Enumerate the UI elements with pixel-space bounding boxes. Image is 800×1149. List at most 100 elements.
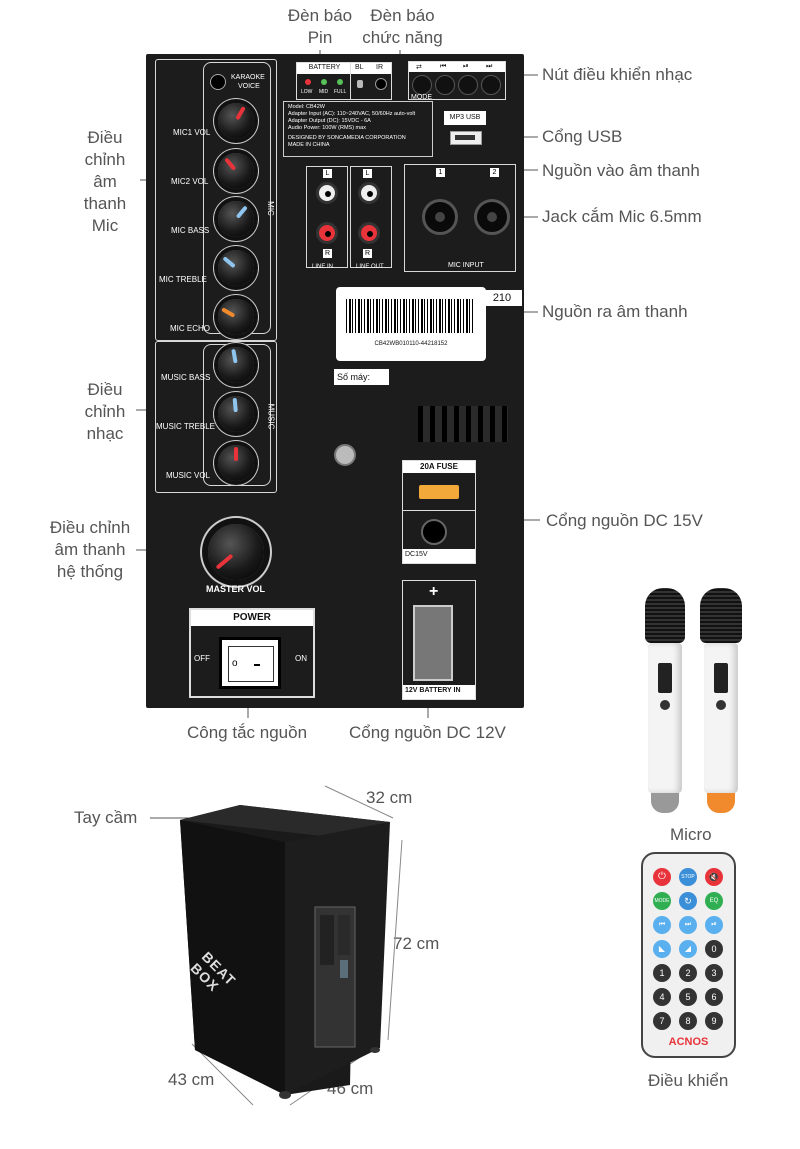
remote-key-9[interactable]: 9 [705,1012,723,1030]
speaker-cabinet [180,805,390,1099]
mic-jack-label: Jack cắm Mic 6.5mm [542,207,702,226]
remote-brand: ACNOS [668,1036,709,1048]
usb-port[interactable] [450,131,482,145]
play-pause-button[interactable] [458,75,478,95]
line-in-l: L [323,169,332,178]
mic-treble-knob[interactable] [218,250,254,286]
power-title: POWER [233,612,271,623]
bl-text: BL [355,64,364,71]
music-knob-inner [203,344,271,486]
rear-panel: KARAOKE VOICE MIC MIC1 VOL MIC2 VOL MIC … [146,54,524,708]
music-adjust-label: Điều chỉnh nhạc [84,380,126,443]
micro-label: Micro [670,825,712,844]
power-switch[interactable]: o [219,637,281,689]
function-indicator: BL IR [350,62,392,100]
music-bass-knob[interactable] [218,347,254,383]
remote-key-0[interactable]: 0 [705,940,723,958]
remote-key-7[interactable]: 7 [653,1012,671,1030]
remote-key-4[interactable]: 4 [653,988,671,1006]
mic1-vol-knob[interactable] [218,103,254,139]
mic-echo-knob[interactable] [218,299,254,335]
barcode-text: CB42WB010110-44218152 [374,341,448,347]
remote-key-8[interactable]: 8 [679,1012,697,1030]
mode-button[interactable] [412,75,432,95]
remote-repeat-button[interactable]: ↻ [679,892,697,910]
music-treble-knob[interactable] [218,396,254,432]
screw [334,444,356,466]
next-button[interactable] [481,75,501,95]
master-vol-knob[interactable] [208,524,264,580]
mic-bass-knob[interactable] [218,201,254,237]
remote-eq-button[interactable]: EQ [705,892,723,910]
dc15-text: DC15V [405,551,428,558]
dc15-port-label: Cổng nguồn DC 15V [546,511,703,530]
mic-jack-2[interactable] [474,199,510,235]
battery-in-box: + 12V BATTERY IN [402,580,476,700]
line-out-left-jack[interactable] [358,182,380,204]
remote-key-2[interactable]: 2 [679,964,697,982]
battery-indicator: BATTERY LOW MID FULL [296,62,353,100]
remote-mute-button[interactable]: 🔇 [705,868,723,886]
fuse[interactable] [419,485,459,499]
remote-vol-up-button[interactable]: ◢ [679,940,697,958]
music-side-label: MUSIC [266,403,276,430]
mic-side-label: MIC [265,201,275,216]
model-line-1: Model: CB42W [288,104,325,110]
remote-mode-button[interactable]: MODE [653,892,671,910]
mic-treble-label: MIC TREBLE [159,275,207,284]
fuse-box: 20A FUSE [402,460,476,514]
remote-key-6[interactable]: 6 [705,988,723,1006]
music-treble-label: MUSIC TREBLE [156,422,215,431]
barcode-sticker: CB42WB010110-44218152 [336,287,486,361]
master-vol-label: MASTER VOL [206,584,266,594]
remote-key-1[interactable]: 1 [653,964,671,982]
usb-box: MP3 USB [444,111,486,125]
music-vol-knob[interactable] [218,445,254,481]
karaoke-voice-button[interactable] [210,74,226,90]
line-out-r: R [363,249,372,258]
line-in-left-jack[interactable] [316,182,338,204]
karaoke-text: KARAOKE [231,74,265,81]
mic-jack-1[interactable] [422,199,458,235]
line-out-text: LINE OUT [356,264,384,270]
voice-text: VOICE [238,83,260,90]
fuse-text: 20A FUSE [420,462,458,471]
model-line-3: Adapter Output (DC): 15VDC - 6A [288,118,371,124]
mic-knob-group [155,59,277,341]
dimension-side: 43 cm [168,1070,215,1089]
prev-button[interactable] [435,75,455,95]
mic-input-2: 2 [490,168,499,177]
remote-stop-button[interactable]: STOP [679,868,697,886]
mic2-vol-knob[interactable] [218,153,254,189]
line-out-box [350,166,392,268]
remote-next-button[interactable]: ⏭ [679,916,697,934]
remote-key-5[interactable]: 5 [679,988,697,1006]
mic-adjust-label: Điều chỉnh âm thanh Mic [83,128,127,235]
system-adjust-label: Điều chỉnh âm thanh hệ thống [49,518,131,581]
dc15-port[interactable] [421,519,447,545]
serial-box: 210 [482,290,522,306]
remote-key-3[interactable]: 3 [705,964,723,982]
mode-text: MODE [411,94,432,101]
full-label: FULL [334,89,347,95]
line-in-right-jack[interactable] [316,222,338,244]
power-off-label: OFF [194,654,210,663]
battery-indicator-label: Đèn báo Pin [287,6,353,47]
ir-text: IR [376,64,383,71]
remote-vol-down-button[interactable]: ◣ [653,940,671,958]
battery-terminal[interactable] [413,605,453,681]
microphone-2 [700,588,742,814]
dc12-port-label: Cổng nguồn DC 12V [349,723,506,742]
mic-input-box [404,164,516,272]
music-buttons-box: ⇄ ⏮ ⏯ ⏭ [408,61,506,100]
remote-prev-button[interactable]: ⏮ [653,916,671,934]
audio-out-label: Nguồn ra âm thanh [542,302,688,321]
microphone-1 [645,588,685,814]
music-vol-label: MUSIC VOL [166,471,211,480]
remote-play-button[interactable]: ⏯ [705,916,723,934]
power-box: POWER OFF ON o [189,608,315,698]
remote-power-button[interactable]: ⏻ [653,868,671,886]
remote-control: ⏻ STOP 🔇 MODE ↻ EQ ⏮ ⏭ ⏯ ◣ ◢ 0 1 2 3 4 5… [641,852,736,1058]
line-out-right-jack[interactable] [358,222,380,244]
audio-in-label: Nguồn vào âm thanh [542,161,700,180]
